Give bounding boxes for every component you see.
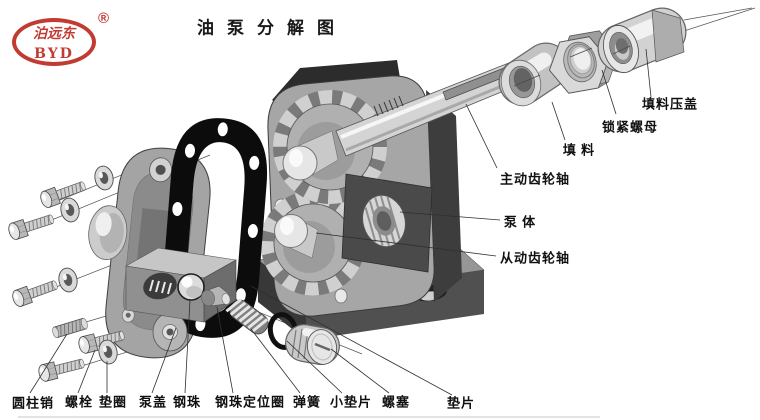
part-label-cylindrical-pin: 圆柱销 [11,395,55,411]
logo-brand-english: BYD [34,46,74,62]
part-label-driven-gear-shaft: 从动齿轮轴 [499,250,571,266]
packing-gland-illustration [597,7,753,74]
part-label-pump-body: 泵 体 [503,214,537,230]
spring-illustration [225,298,269,335]
part-label-gasket: 垫片 [446,395,476,411]
page-title: 油泵分解图 [197,18,347,38]
part-label-packing: 填 料 [562,142,596,158]
part-label-washer: 垫圈 [98,394,128,410]
side-port-illustration [341,173,433,273]
part-label-spring: 弹簧 [292,394,322,410]
part-label-pump-cover: 泵盖 [138,394,168,410]
part-label-lock-nut: 锁紧螺母 [601,119,659,135]
part-label-steel-ball: 钢珠 [172,394,202,410]
part-label-ball-retainer-ring: 钢珠定位圈 [214,394,286,410]
logo-brand-chinese: 泊远东 [33,26,75,42]
screw-plug-illustration [285,324,340,365]
part-label-small-gasket: 小垫片 [329,394,373,410]
part-label-bolt: 螺栓 [64,394,94,410]
part-label-driving-gear-shaft: 主动齿轮轴 [499,171,571,187]
pump-cover-foot [152,312,188,352]
cylindrical-pin-illustration [52,317,88,339]
fasteners-illustration [6,163,127,383]
logo-ellipse: 泊远东 BYD [12,18,96,66]
part-label-packing-gland: 填料压盖 [641,96,699,112]
part-label-screw-plug: 螺塞 [381,394,411,410]
driving-shaft-stub [282,130,339,181]
registered-trademark-icon: ® [98,10,110,27]
steel-ball-illustration [177,273,205,301]
brand-logo: 泊远东 BYD ® [10,8,122,70]
leader-lines [29,48,652,396]
packing-ring-illustration [498,42,570,107]
ball-retainer-illustration [201,285,231,307]
driven-shaft-stub [274,213,319,259]
